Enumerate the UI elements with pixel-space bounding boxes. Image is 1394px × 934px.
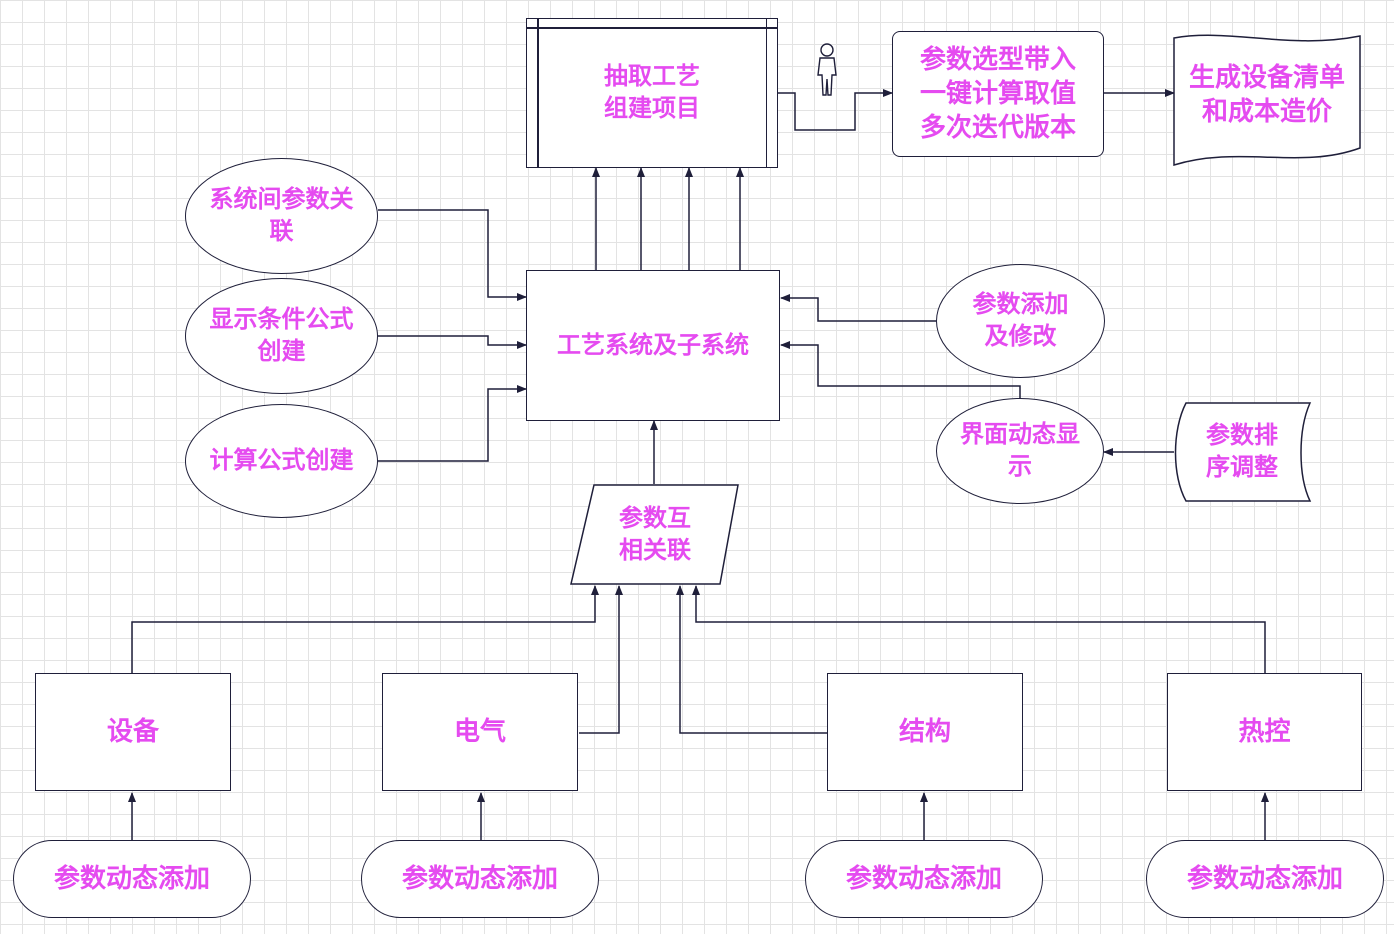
display-formula-label: 显示条件公式 创建 [209,305,354,365]
param-select-box[interactable]: 参数选型带入 一键计算取值 多次迭代版本 [892,31,1104,157]
thermal-control-label: 热控 [1238,716,1291,747]
dynamic-add-label-structure: 参数动态添加 [845,863,1002,894]
equipment-label: 设备 [106,716,159,747]
extract-process-header-line [527,27,777,29]
param-correlate-label: 参数互 相关联 [619,504,691,564]
ui-dynamic-label: 界面动态显 示 [960,420,1080,480]
param-add-modify-label: 参数添加 及修改 [972,290,1069,350]
dynamic-add-pill-electrical[interactable]: 参数动态添加 [361,840,599,918]
structure-box[interactable]: 结构 [827,673,1023,791]
dynamic-add-pill-structure[interactable]: 参数动态添加 [805,840,1043,918]
param-correlate-label-wrap[interactable]: 参数互 相关联 [585,487,725,583]
connector-addmod-to-system [780,294,936,322]
extract-process-box[interactable]: 抽取工艺 组建项目 [526,18,778,168]
dynamic-add-pill-equipment[interactable]: 参数动态添加 [13,840,251,918]
connector-display-to-system [378,335,527,349]
display-formula-ellipse[interactable]: 显示条件公式 创建 [185,278,378,394]
electrical-box[interactable]: 电气 [382,673,578,791]
connector-thermal-to-correlate [692,585,1266,673]
connector-extract-to-select [777,89,893,131]
connector-calc-to-system [378,385,527,462]
thermal-control-box[interactable]: 热控 [1167,673,1362,791]
calc-formula-ellipse[interactable]: 计算公式创建 [185,404,378,518]
param-sort-label: 参数排 序调整 [1206,421,1278,481]
param-sort-label-wrap[interactable]: 参数排 序调整 [1186,403,1298,501]
connector-structure-to-correlate [676,585,827,734]
extract-process-label: 抽取工艺 组建项目 [604,62,700,122]
connector-syslink-to-system [378,209,527,301]
dynamic-add-label-thermal: 参数动态添加 [1186,863,1343,894]
generate-list-shape [1173,34,1361,167]
calc-formula-label: 计算公式创建 [209,446,354,475]
sys-param-link-label: 系统间参数关 联 [209,185,354,245]
ui-dynamic-ellipse[interactable]: 界面动态显 示 [936,398,1104,504]
connector-electrical-to-correlate [579,585,623,734]
param-sort-shape [1174,402,1312,502]
process-system-box[interactable]: 工艺系统及子系统 [526,270,780,421]
process-system-label: 工艺系统及子系统 [557,330,749,359]
correlate-shape [570,484,739,585]
generate-list-label: 生成设备清单 和成本造价 [1188,62,1345,127]
generate-list-label-wrap[interactable]: 生成设备清单 和成本造价 [1174,45,1360,145]
structure-label: 结构 [898,716,951,747]
param-select-label: 参数选型带入 一键计算取值 多次迭代版本 [919,44,1076,144]
person-icon [817,43,837,96]
dynamic-add-label-electrical: 参数动态添加 [401,863,558,894]
equipment-box[interactable]: 设备 [35,673,231,791]
param-add-modify-ellipse[interactable]: 参数添加 及修改 [936,264,1105,378]
sys-param-link-ellipse[interactable]: 系统间参数关 联 [185,158,378,274]
electrical-label: 电气 [453,716,506,747]
connector-equipment-to-correlate [131,585,599,673]
dynamic-add-pill-thermal[interactable]: 参数动态添加 [1146,840,1384,918]
dynamic-add-label-equipment: 参数动态添加 [53,863,210,894]
